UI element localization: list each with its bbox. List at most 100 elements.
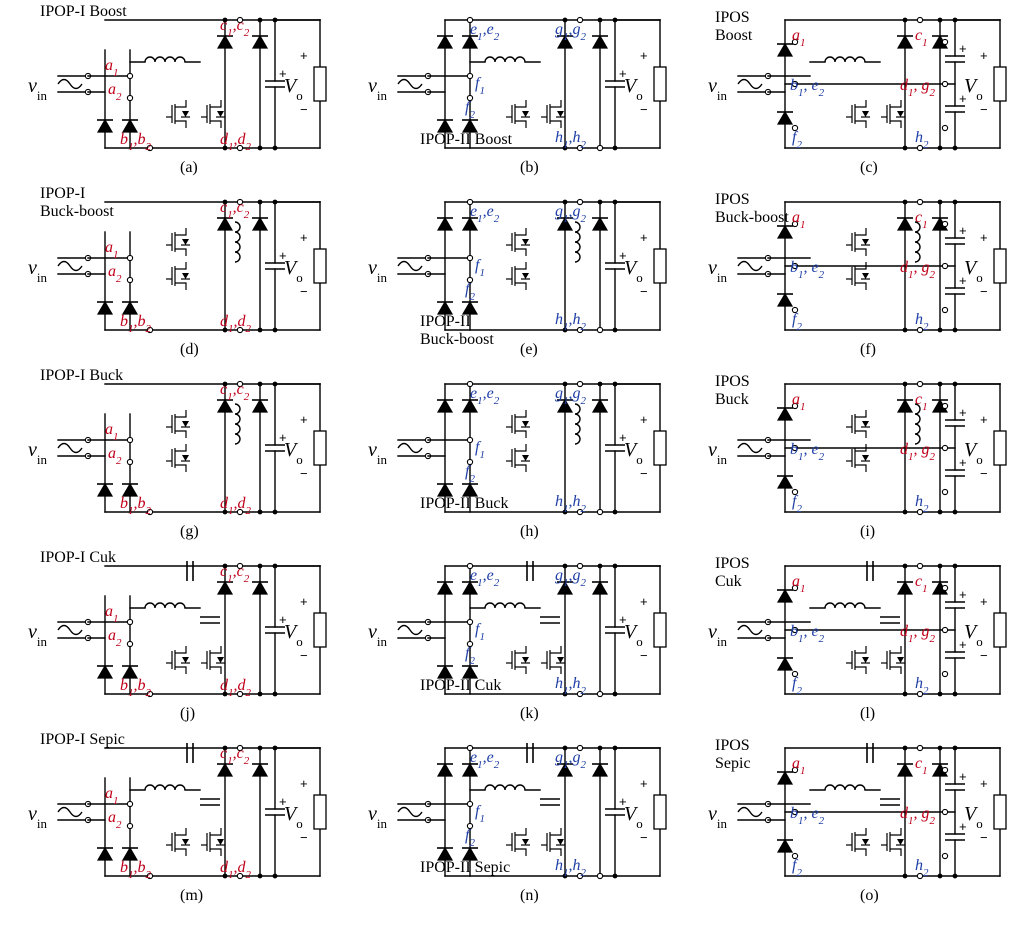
- terminal-node: [941, 262, 949, 270]
- vo-minus: −: [640, 284, 648, 299]
- panel-title: IPOS: [715, 373, 750, 390]
- node-label-b1b2: b1,b2: [120, 495, 152, 517]
- panel-title: IPOP-I Sepic: [40, 731, 125, 748]
- vo-plus: +: [640, 230, 648, 245]
- node-label-c1: c1: [915, 755, 928, 777]
- mosfet-switch: [166, 444, 190, 472]
- junction-dot: [562, 873, 568, 879]
- terminal-node: [791, 852, 799, 860]
- terminal-node: [791, 80, 799, 88]
- junction-dot: [612, 873, 618, 879]
- mosfet-switch: [846, 444, 870, 472]
- capacitor-polarity: +: [619, 66, 627, 81]
- capacitor-polarity: +: [959, 587, 967, 602]
- vin-label: vin: [708, 75, 728, 103]
- node-label-d1d2: d1,d2: [220, 677, 252, 699]
- node-label-h1h2: h1,h2: [555, 129, 587, 151]
- terminal-node: [146, 872, 154, 880]
- panel-caption: (n): [520, 887, 539, 904]
- terminal-node: [791, 766, 799, 774]
- terminal-node: [941, 670, 949, 678]
- terminal-node: [236, 16, 244, 24]
- inductor: [824, 56, 866, 63]
- node-label-c1: c1: [915, 391, 928, 413]
- junction-dot: [937, 327, 943, 333]
- terminal-node: [941, 584, 949, 592]
- terminal-node: [236, 380, 244, 388]
- junction-dot: [937, 873, 943, 879]
- node-label-a1: a1: [792, 391, 806, 413]
- junction-dot: [222, 745, 228, 751]
- diode: [96, 846, 114, 861]
- panel-title: IPOP-I Boost: [40, 3, 127, 20]
- diode: [776, 224, 794, 239]
- junction-dot: [952, 873, 958, 879]
- node-label-c1c2: c1,c2: [220, 199, 250, 221]
- ac-source-icon: [737, 624, 763, 636]
- terminal-node: [236, 144, 244, 152]
- terminal-node: [576, 508, 584, 516]
- node-label-f1: f1: [475, 621, 485, 643]
- terminal-node: [791, 402, 799, 410]
- mosfet-switch: [166, 100, 190, 128]
- ac-source-icon: [737, 78, 763, 90]
- inductor: [144, 56, 186, 63]
- inductor: [484, 56, 526, 63]
- vin-label: vin: [708, 257, 728, 285]
- terminal-node: [916, 16, 924, 24]
- node-label-h2: h2: [915, 675, 929, 697]
- junction-dot: [257, 17, 263, 23]
- terminal-node: [126, 640, 134, 648]
- vin-label: vin: [708, 621, 728, 649]
- vo-minus: −: [980, 830, 988, 845]
- junction-dot: [902, 563, 908, 569]
- ac-source-icon: [57, 78, 83, 90]
- inductor: [914, 403, 921, 445]
- junction-dot: [937, 199, 943, 205]
- terminal-node: [126, 276, 134, 284]
- capacitor-polarity: +: [619, 430, 627, 445]
- load-resistor: [993, 794, 1007, 830]
- node-label-a2: a2: [108, 81, 122, 103]
- terminal-node: [916, 690, 924, 698]
- node-label-b1b2: b1,b2: [120, 131, 152, 153]
- node-label-f2: f2: [465, 645, 475, 667]
- mosfet-switch: [166, 828, 190, 856]
- mosfet-switch: [541, 646, 565, 674]
- load-resistor: [653, 430, 667, 466]
- terminal-node: [236, 198, 244, 206]
- terminal-node: [126, 94, 134, 102]
- terminal-node: [146, 144, 154, 152]
- junction-dot: [597, 199, 603, 205]
- node-label-g1g2: g1,g2: [555, 567, 587, 589]
- diode: [461, 762, 479, 777]
- junction-dot: [612, 509, 618, 515]
- junction-dot: [937, 509, 943, 515]
- junction-dot: [562, 509, 568, 515]
- mosfet-switch: [846, 828, 870, 856]
- capacitor-polarity: +: [959, 455, 967, 470]
- junction-dot: [562, 691, 568, 697]
- junction-dot: [902, 17, 908, 23]
- terminal-node: [236, 690, 244, 698]
- capacitor-polarity: +: [279, 612, 287, 627]
- junction-dot: [902, 691, 908, 697]
- vo-plus: +: [640, 776, 648, 791]
- load-resistor: [313, 794, 327, 830]
- node-label-g1g2: g1,g2: [555, 203, 587, 225]
- terminal-node: [941, 444, 949, 452]
- load-resistor: [313, 430, 327, 466]
- ac-source-icon: [397, 78, 423, 90]
- junction-dot: [597, 563, 603, 569]
- inductor: [574, 221, 581, 263]
- mosfet-switch: [201, 646, 225, 674]
- vo-plus: +: [640, 412, 648, 427]
- panel-caption: (j): [180, 705, 195, 722]
- diode: [776, 588, 794, 603]
- terminal-node: [126, 618, 134, 626]
- mosfet-switch: [201, 100, 225, 128]
- vo-minus: −: [300, 102, 308, 117]
